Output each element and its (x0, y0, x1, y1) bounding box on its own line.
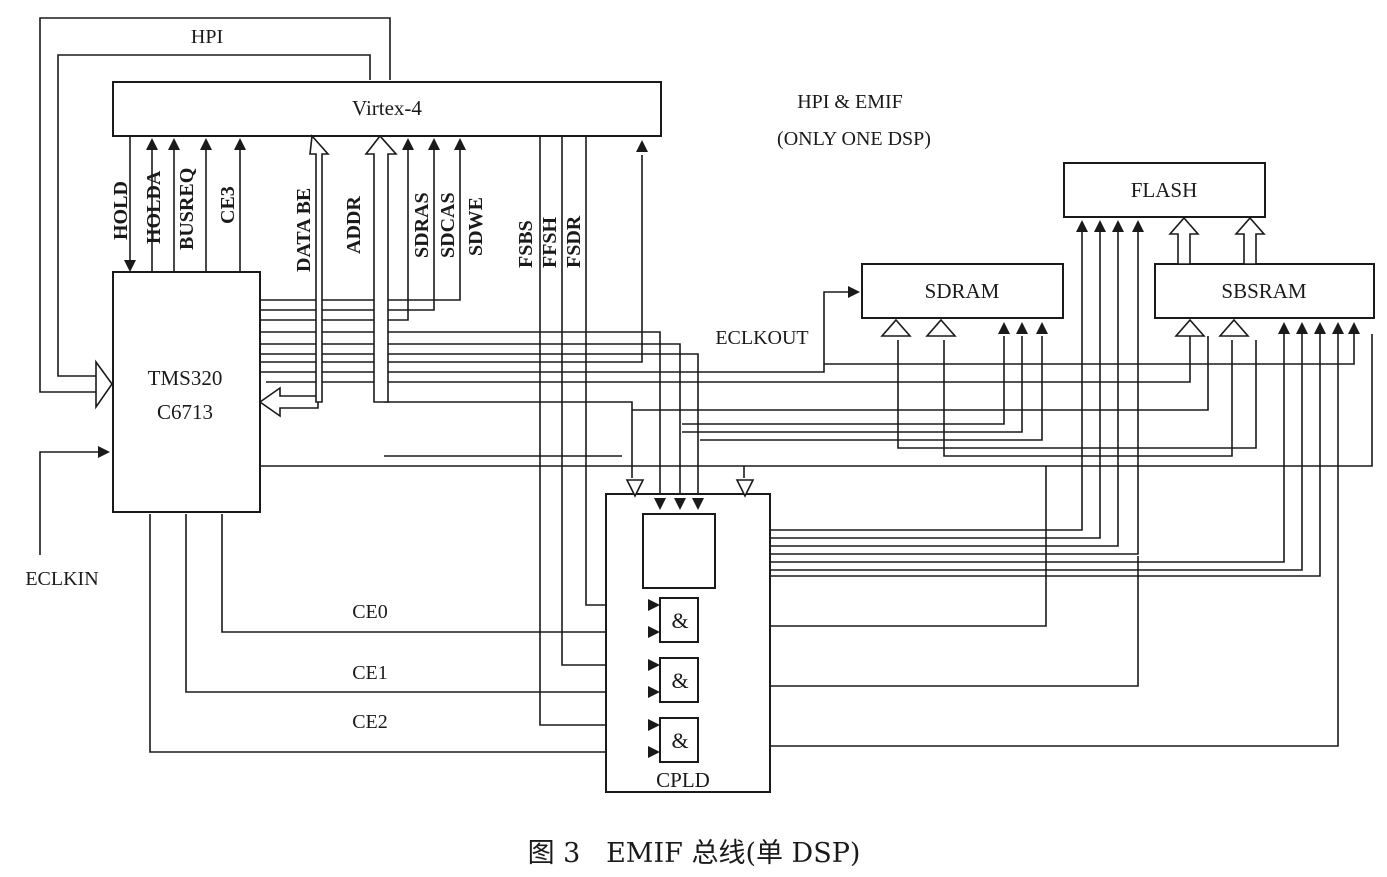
sbsram-label: SBSRAM (1221, 279, 1307, 303)
sdram-bus-arrow-2 (925, 318, 957, 337)
eclkout-arrow (848, 286, 860, 298)
busreq-label: BUSREQ (176, 168, 198, 250)
diagram-note-line1: HPI & EMIF (797, 91, 903, 113)
cpld-logic-block (642, 513, 716, 589)
arrowheads (98, 138, 1360, 758)
sdcas-label: SDCAS (437, 192, 459, 258)
sdcas-arrow (428, 138, 440, 150)
dsp-block (112, 271, 261, 513)
flash-bus-arrow-2 (1234, 216, 1266, 265)
virtex-label: Virtex-4 (352, 96, 422, 120)
ce2-label: CE2 (352, 711, 388, 733)
diagram-note-line2: (ONLY ONE DSP) (777, 128, 931, 150)
holda-arrow (146, 138, 158, 150)
hpi-bus-arrow (95, 359, 113, 410)
sdras-label: SDRAS (411, 192, 433, 258)
bus-arrows (95, 134, 1266, 498)
and-gate-ce2 (659, 717, 699, 763)
virtex-right-arrow (636, 140, 648, 152)
hold-label: HOLD (110, 181, 132, 240)
ce3-arrow (200, 138, 212, 150)
dsp-label-line2: C6713 (157, 400, 213, 424)
ffsh-label: FFSH (539, 216, 561, 268)
holda-label: HOLDA (143, 170, 165, 244)
sdwe-arrow (454, 138, 466, 150)
and-symbol-3: & (671, 728, 688, 753)
virtex4-block (112, 81, 662, 137)
fsbs-label: FSBS (515, 220, 537, 268)
hold-arrow (124, 260, 136, 272)
flash-label: FLASH (1131, 178, 1198, 202)
and-symbol-2: & (671, 668, 688, 693)
sdram-bus-arrow-1 (880, 318, 912, 337)
addr-label: ADDR (343, 196, 365, 254)
fsdr-label: FSDR (563, 215, 585, 268)
figure-caption: 图 3 EMIF 总线(单 DSP) (528, 838, 861, 869)
sbsram-bus-arrow-2 (1218, 318, 1250, 337)
sdram-label: SDRAM (925, 279, 1000, 303)
virtex-arrow-5 (234, 138, 246, 150)
cpld-bus-arrow-2 (735, 479, 755, 498)
addr-bus-arrow (364, 134, 398, 403)
sdram-block (861, 263, 1064, 319)
hpi-label: HPI (191, 26, 223, 48)
eclkin-label: ECLKIN (25, 568, 98, 590)
eclkout-label: ECLKOUT (715, 327, 808, 349)
sbsram-block (1154, 263, 1375, 319)
and-gate-ce0 (659, 597, 699, 643)
dsp-data-bus-arrow (258, 386, 319, 418)
cpld-label: CPLD (656, 768, 710, 792)
ce1-label: CE1 (352, 662, 388, 684)
sbsram-bus-arrow-1 (1174, 318, 1206, 337)
dsp-label-line1: TMS320 (148, 366, 223, 390)
sdwe-label: SDWE (465, 197, 487, 256)
ce3-label: CE3 (217, 186, 239, 224)
cpld-bus-arrow-1 (625, 479, 645, 498)
sdras-arrow (402, 138, 414, 150)
and-gate-ce1 (659, 657, 699, 703)
ce0-label: CE0 (352, 601, 388, 623)
busreq-arrow (168, 138, 180, 150)
and-symbol-1: & (671, 608, 688, 633)
eclkin-arrow (98, 446, 110, 458)
flash-bus-arrow-1 (1168, 216, 1200, 265)
flash-block (1063, 162, 1266, 218)
data-be-label: DATA BE (293, 188, 315, 272)
data-be-bus-arrow (309, 134, 330, 403)
